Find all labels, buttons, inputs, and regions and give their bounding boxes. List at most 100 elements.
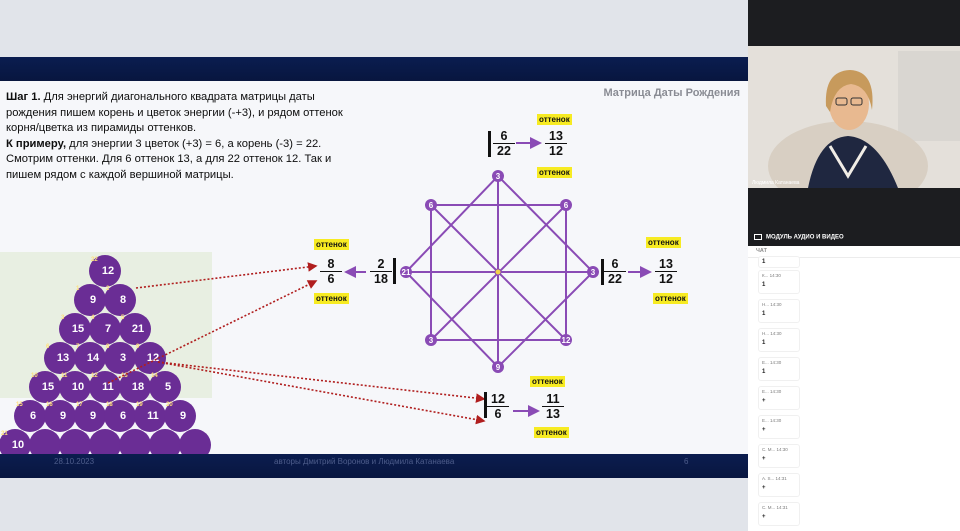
pyramid-ball-value: 21 xyxy=(131,323,145,335)
matrix-node-label: 3 xyxy=(496,172,501,181)
camera-icon xyxy=(754,234,762,240)
shade-tag: оттенок xyxy=(314,293,349,304)
matrix-node-label: 3 xyxy=(429,336,434,345)
meeting-side-panel: Людмила Катанаева МОДУЛЬ АУДИО И ВИДЕО Ч… xyxy=(748,0,960,531)
shade-tag: оттенок xyxy=(534,427,569,438)
pyramid-ball-index: 21 xyxy=(1,431,8,437)
pyramid-ball-index: 16 xyxy=(46,402,53,408)
presenter-image xyxy=(748,46,960,188)
chat-message-text: + xyxy=(762,456,766,462)
pyramid-ball-index: 1 xyxy=(76,286,80,292)
pyramid-ball-value: 13 xyxy=(56,352,70,364)
matrix-node-bottom-left xyxy=(425,334,437,346)
matrix-node-label: 6 xyxy=(429,201,434,210)
root-bar-top xyxy=(488,131,491,157)
chat-message-meta: Е... 14:30 xyxy=(762,389,782,394)
chat-message-meta: А. S... 14:31 xyxy=(762,476,787,481)
chat-message-text: + xyxy=(762,398,766,404)
pyramid-ball-value: 8 xyxy=(119,294,127,306)
chat-message-meta: Е... 14:30 xyxy=(762,418,782,423)
chat-message-text: 1 xyxy=(762,369,766,375)
matrix-node-right xyxy=(587,266,599,278)
chat-header[interactable]: ЧАТ xyxy=(748,246,960,258)
chat-message-meta: С. М... 14:30 xyxy=(762,447,788,452)
pointer-arrow-3 xyxy=(157,361,486,403)
pyramid-ball-value: 7 xyxy=(104,323,112,335)
pyramid-ball-index: 18 xyxy=(106,402,113,408)
chat-message-text: 1 xyxy=(762,259,766,265)
matrix-node-bottom xyxy=(492,361,504,373)
slide-title: Матрица Даты Рождения xyxy=(603,87,740,99)
shade-tag: оттенок xyxy=(646,237,681,248)
pyramid-ball-index: 20 xyxy=(166,402,173,408)
shade-tag: оттенок xyxy=(537,167,572,178)
participant-name: Людмила Катанаева xyxy=(752,180,800,186)
pyramid-ball-value: 9 xyxy=(59,410,67,422)
chat-message-text: 1 xyxy=(762,282,766,288)
slide-header-bar xyxy=(0,57,748,81)
matrix-node-left xyxy=(400,266,412,278)
pyramid-ball-index: 8 xyxy=(106,344,110,350)
matrix-node-label: 21 xyxy=(402,268,411,277)
presentation-area: Матрица Даты Рождения Шаг 1. Для энергий… xyxy=(0,0,748,531)
matrix-node-label: 6 xyxy=(564,201,569,210)
chat-message: 1 xyxy=(758,256,800,268)
pyramid-ball-value: 18 xyxy=(131,381,145,393)
chat-message: Е... 14:30 + xyxy=(758,386,800,410)
pyramid-ball-value: 15 xyxy=(41,381,55,393)
pyramid-ball-value: 14 xyxy=(86,352,100,364)
example-body: для энергии 3 цветок (+3) = 6, а корень … xyxy=(6,137,332,181)
pyramid-ball-index: 2 xyxy=(106,286,110,292)
slide-footer: 28.10.2023 авторы Дмитрий Воронов и Людм… xyxy=(0,454,748,478)
matrix-node-top-left xyxy=(425,199,437,211)
pyramid-ball-index: 19 xyxy=(136,402,143,408)
chat-message-text: + xyxy=(762,427,766,433)
pyramid-ball-value: 15 xyxy=(71,323,85,335)
chat-message-text: 1 xyxy=(762,311,766,317)
matrix-node-label: 12 xyxy=(562,336,571,345)
shade-tag: оттенок xyxy=(530,376,565,387)
pointer-arrow-4 xyxy=(157,361,486,425)
pyramid-ball-index: 14 xyxy=(151,373,158,379)
chat-message-text: + xyxy=(762,485,766,491)
matrix-node-label: 9 xyxy=(496,363,501,372)
chat-message: С. М... 14:31+ xyxy=(758,502,800,526)
module-label: МОДУЛЬ АУДИО И ВИДЕО xyxy=(766,234,844,241)
pyramid-ball-value: 9 xyxy=(89,294,97,306)
camera-video[interactable]: Людмила Катанаева xyxy=(748,46,960,188)
pyramid-ball-value: 11 xyxy=(147,410,159,422)
pyramid-ball-index: 17 xyxy=(76,402,83,408)
module-audio-video[interactable]: МОДУЛЬ АУДИО И ВИДЕО xyxy=(754,234,844,241)
matrix-node-top-right xyxy=(560,199,572,211)
pointer-arrow-1 xyxy=(135,262,318,289)
footer-page-number: 6 xyxy=(684,457,689,466)
slide: Матрица Даты Рождения Шаг 1. Для энергий… xyxy=(0,81,748,461)
pyramid-ball-index: 11 xyxy=(61,373,68,379)
pyramid-ball-index: 4 xyxy=(91,315,95,321)
pyramid-ball-index: 10 xyxy=(31,373,38,379)
chat-message-meta: Н... 14:30 xyxy=(762,331,782,336)
pyramid-ball-value: 10 xyxy=(11,439,25,451)
chat-scrollbar[interactable] xyxy=(951,258,957,528)
pyramid-ball-value: 11 xyxy=(102,381,114,393)
